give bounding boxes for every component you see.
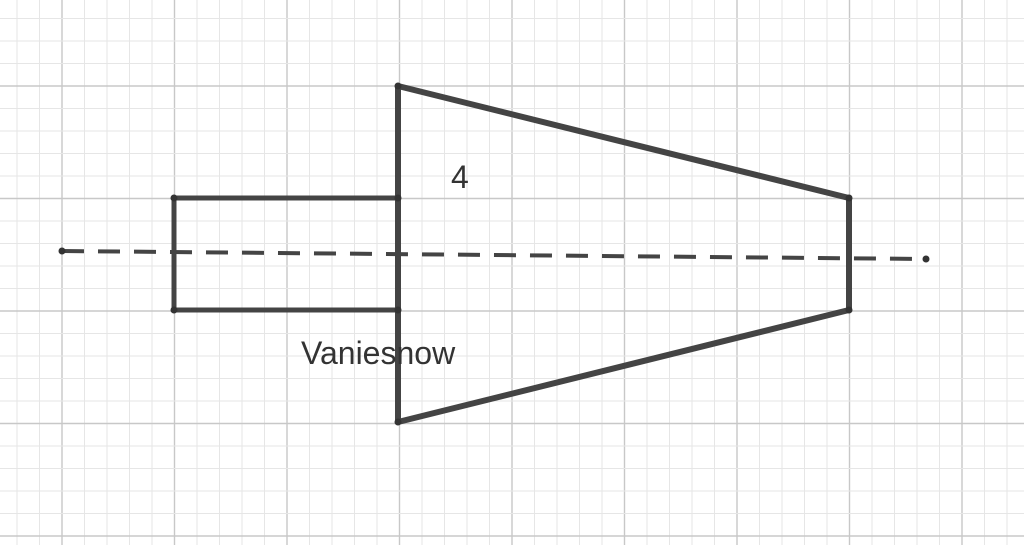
symmetry-axis	[61, 249, 927, 261]
vertex-point	[394, 82, 402, 90]
vertex-point	[394, 194, 402, 202]
axis-endpoint-left	[58, 247, 66, 255]
vertex-point	[845, 306, 853, 314]
axis-endpoint-right	[922, 255, 930, 263]
vertex-point	[845, 194, 853, 202]
vertex-point	[170, 306, 178, 314]
vertex-point	[394, 306, 402, 314]
vertex-point	[170, 194, 178, 202]
watermark-label: Vaniesnow	[301, 335, 456, 371]
vertex-point	[394, 418, 402, 426]
dimension-label: 4	[451, 159, 469, 195]
